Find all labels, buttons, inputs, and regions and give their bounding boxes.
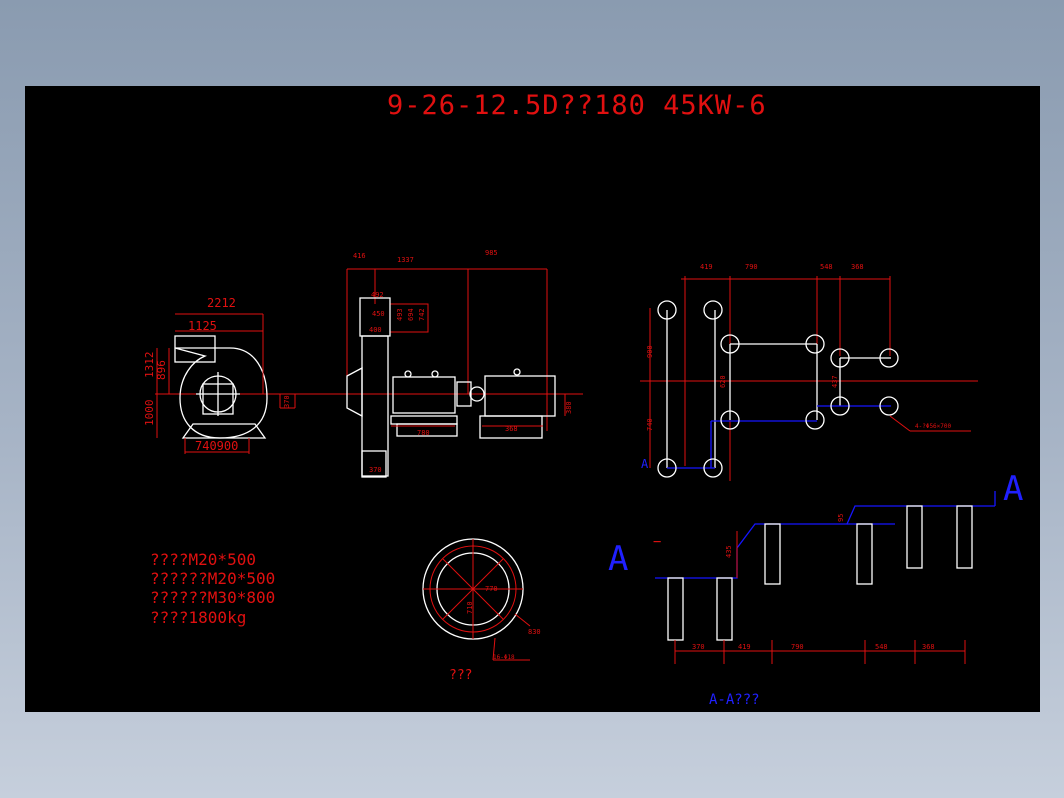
- dim-1125: 1125: [188, 319, 217, 333]
- dim-1312: 1312: [143, 352, 156, 379]
- foundation-plan: A 419 790 548 368 900 620 437 740 4-?Φ56…: [640, 263, 978, 481]
- section-dim-435: 435: [725, 545, 733, 558]
- dim-2212: 2212: [207, 296, 236, 310]
- plan-dim-900: 900: [646, 345, 654, 358]
- dim-740900: 740900: [195, 439, 238, 453]
- note-line-4: ????1800kg: [150, 608, 246, 627]
- section-dim-370: 370: [692, 643, 705, 651]
- plan-dim-790: 790: [745, 263, 758, 271]
- section-dim-419: 419: [738, 643, 751, 651]
- plan-marker-a: A: [641, 457, 649, 471]
- dim-368: 368: [505, 425, 518, 433]
- section-title: A-A???: [709, 692, 760, 708]
- flange-holes: 16-Φ18: [493, 654, 515, 661]
- dim-780: 780: [417, 429, 430, 437]
- section-dim-790: 790: [791, 643, 804, 651]
- notes: ????M20*500 ??????M20*500 ??????M30*800 …: [150, 550, 275, 627]
- dim-493: 493: [396, 308, 404, 321]
- dim-896: 896: [155, 360, 168, 380]
- flange-dim-830: 830: [528, 628, 541, 636]
- dim-1000: 1000: [143, 400, 156, 427]
- drawing-title: 9-26-12.5D??180 45KW-6: [387, 90, 767, 121]
- section-view: A A − 370 419 790 548 368 435 95 A-A???: [608, 469, 1023, 708]
- cad-drawing-canvas: 9-26-12.5D??180 45KW-6 2212 1125 1312 89…: [25, 86, 1040, 712]
- dim-450: 450: [372, 310, 385, 318]
- plan-dim-548: 548: [820, 263, 833, 271]
- front-view: 416 1337 985 492 450 400 493 694 742 780…: [346, 249, 573, 478]
- section-dim-548: 548: [875, 643, 888, 651]
- flange-label: ???: [449, 668, 472, 683]
- cad-drawing: 9-26-12.5D??180 45KW-6 2212 1125 1312 89…: [143, 90, 1023, 708]
- plan-note: 4-?Φ56×700: [915, 423, 952, 430]
- dim-400: 400: [369, 326, 382, 334]
- plan-dim-740: 740: [646, 418, 654, 431]
- dim-370-base: 370: [369, 466, 382, 474]
- dim-370: 370: [283, 395, 291, 408]
- section-dash: −: [653, 534, 661, 550]
- section-marker-left: A: [608, 539, 628, 579]
- section-dim-368: 368: [922, 643, 935, 651]
- dim-694: 694: [407, 308, 415, 321]
- plan-dim-419: 419: [700, 263, 713, 271]
- dim-380: 380: [565, 401, 573, 414]
- note-line-2: ??????M20*500: [150, 569, 275, 588]
- plan-dim-368: 368: [851, 263, 864, 271]
- plan-dim-437: 437: [831, 375, 839, 388]
- dim-742: 742: [418, 308, 426, 321]
- note-line-3: ??????M30*800: [150, 588, 275, 607]
- dim-416: 416: [353, 252, 366, 260]
- note-line-1: ????M20*500: [150, 550, 256, 569]
- plan-dim-620: 620: [719, 375, 727, 388]
- flange-dim-710: 710: [466, 601, 474, 614]
- dim-492: 492: [371, 291, 384, 299]
- section-marker-right: A: [1003, 469, 1023, 509]
- side-view: 2212 1125 1312 896 1000 740900 370: [143, 296, 583, 454]
- flange-view: 770 710 830 16-Φ18 ???: [422, 538, 541, 683]
- flange-dim-770: 770: [485, 585, 498, 593]
- dim-1337: 1337: [397, 256, 414, 264]
- dim-985: 985: [485, 249, 498, 257]
- section-dim-95: 95: [837, 514, 845, 522]
